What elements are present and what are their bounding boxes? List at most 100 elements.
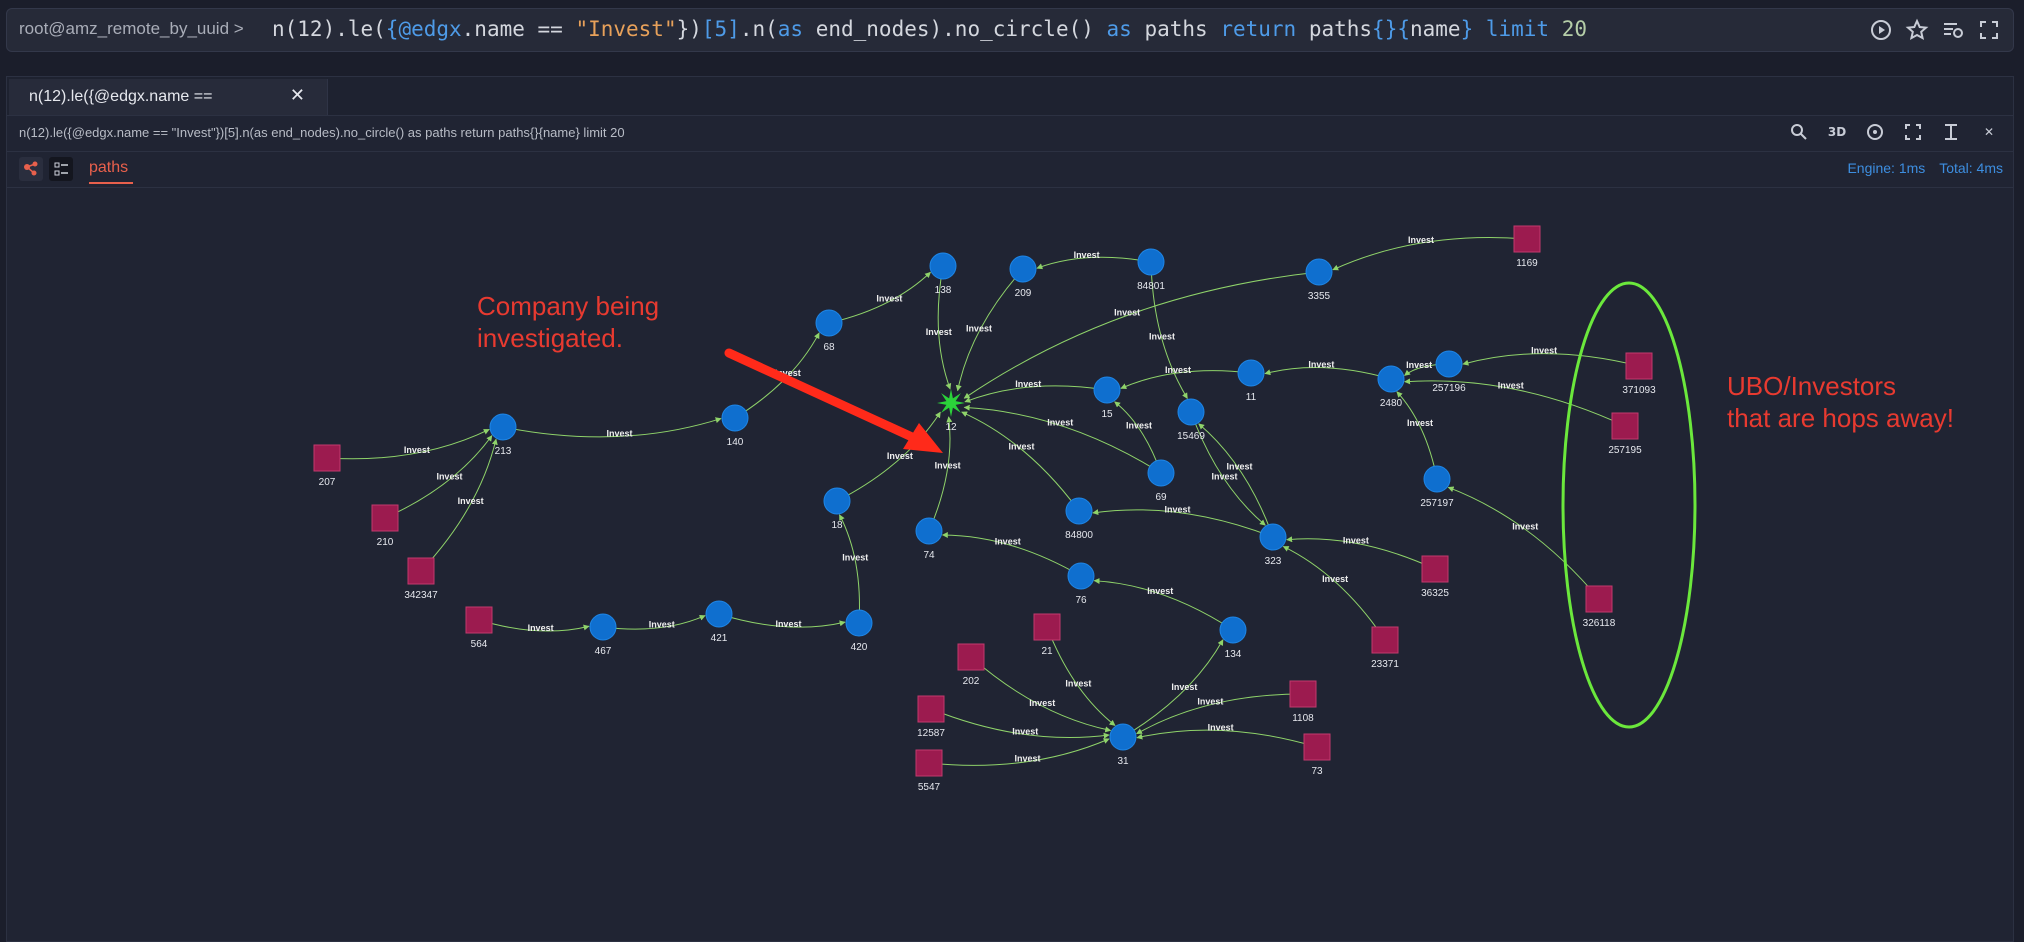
- invest-edge[interactable]: [1282, 546, 1386, 641]
- graph-node-1169[interactable]: 1169: [1513, 225, 1541, 269]
- invest-edge[interactable]: [1190, 411, 1266, 526]
- graph-node-73[interactable]: 73: [1303, 733, 1331, 777]
- investor-square-icon[interactable]: [915, 749, 943, 777]
- company-circle-icon[interactable]: [1305, 258, 1333, 286]
- invest-edge[interactable]: [1092, 509, 1274, 538]
- graph-node-210[interactable]: 210: [371, 504, 399, 548]
- graph-node-134[interactable]: 134: [1219, 616, 1247, 660]
- invest-edge[interactable]: [1447, 486, 1600, 600]
- invest-edge[interactable]: [1120, 370, 1252, 389]
- graph-node-213[interactable]: 213: [489, 413, 517, 457]
- graph-node-84800[interactable]: 84800: [1065, 497, 1093, 541]
- invest-edge[interactable]: [961, 411, 1080, 512]
- investor-square-icon[interactable]: [1371, 626, 1399, 654]
- investor-square-icon[interactable]: [1513, 225, 1541, 253]
- graph-node-138[interactable]: 138: [929, 252, 957, 296]
- company-circle-icon[interactable]: [705, 600, 733, 628]
- graph-node-202[interactable]: 202: [957, 643, 985, 687]
- company-circle-icon[interactable]: [915, 517, 943, 545]
- company-circle-icon[interactable]: [721, 404, 749, 432]
- graph-node-36325[interactable]: 36325: [1421, 555, 1449, 599]
- investor-square-icon[interactable]: [1421, 555, 1449, 583]
- investor-square-icon[interactable]: [465, 606, 493, 634]
- graph-view-icon[interactable]: [19, 157, 43, 181]
- investor-square-icon[interactable]: [1585, 585, 1613, 613]
- invest-edge[interactable]: [420, 438, 498, 572]
- graph-node-421[interactable]: 421: [705, 600, 733, 644]
- company-circle-icon[interactable]: [823, 487, 851, 515]
- company-circle-icon[interactable]: [929, 252, 957, 280]
- company-circle-icon[interactable]: [1137, 248, 1165, 276]
- invest-edge[interactable]: [963, 404, 1162, 474]
- company-circle-icon[interactable]: [1093, 376, 1121, 404]
- graph-node-15469[interactable]: 15469: [1177, 398, 1205, 442]
- company-circle-icon[interactable]: [815, 309, 843, 337]
- company-circle-icon[interactable]: [1435, 350, 1463, 378]
- graph-node-207[interactable]: 207: [313, 444, 341, 488]
- company-circle-icon[interactable]: [489, 413, 517, 441]
- investor-square-icon[interactable]: [1289, 680, 1317, 708]
- company-circle-icon[interactable]: [1377, 365, 1405, 393]
- graph-node-140[interactable]: 140: [721, 404, 749, 448]
- fullscreen-icon[interactable]: [1977, 18, 2001, 42]
- company-circle-icon[interactable]: [1259, 523, 1287, 551]
- investor-square-icon[interactable]: [313, 444, 341, 472]
- company-circle-icon[interactable]: [845, 609, 873, 637]
- investor-square-icon[interactable]: [371, 504, 399, 532]
- invest-edge[interactable]: [1136, 729, 1318, 748]
- graph-node-12587[interactable]: 12587: [917, 695, 945, 739]
- invest-edge[interactable]: [955, 268, 1024, 392]
- company-circle-icon[interactable]: [1009, 255, 1037, 283]
- graph-node-68[interactable]: 68: [815, 309, 843, 353]
- graph-node-69[interactable]: 69: [1147, 459, 1175, 503]
- invest-edge[interactable]: [964, 385, 1108, 403]
- invest-edge[interactable]: [839, 514, 860, 624]
- invest-edge[interactable]: [836, 411, 941, 502]
- invest-edge[interactable]: [1264, 367, 1392, 380]
- investor-square-icon[interactable]: [1033, 613, 1061, 641]
- investor-square-icon[interactable]: [1611, 412, 1639, 440]
- graph-node-371093[interactable]: 371093: [1622, 352, 1656, 396]
- invest-edge[interactable]: [384, 435, 493, 519]
- graph-node-31[interactable]: 31: [1109, 723, 1137, 767]
- graph-node-23371[interactable]: 23371: [1371, 626, 1399, 670]
- company-circle-icon[interactable]: [1423, 465, 1451, 493]
- graph-node-342347[interactable]: 342347: [404, 557, 438, 601]
- graph-node-11[interactable]: 11: [1237, 359, 1265, 403]
- graph-node-15[interactable]: 15: [1093, 376, 1121, 420]
- invest-edge[interactable]: [1396, 391, 1438, 480]
- close-panel-icon[interactable]: ✕: [1983, 125, 1995, 139]
- graph-node-76[interactable]: 76: [1067, 562, 1095, 606]
- graph-node-74[interactable]: 74: [915, 517, 943, 561]
- company-circle-icon[interactable]: [1147, 459, 1175, 487]
- invest-edge[interactable]: [930, 708, 1110, 739]
- invest-edge[interactable]: [1332, 237, 1528, 271]
- graph-node-18[interactable]: 18: [823, 487, 851, 531]
- graph-node-84801[interactable]: 84801: [1137, 248, 1165, 292]
- center-star-icon[interactable]: [937, 389, 965, 417]
- invest-edge[interactable]: [718, 613, 846, 628]
- investor-square-icon[interactable]: [917, 695, 945, 723]
- search-icon[interactable]: [1789, 122, 1809, 142]
- company-circle-icon[interactable]: [1219, 616, 1247, 644]
- invest-edge[interactable]: [1046, 626, 1116, 726]
- graph-node-12[interactable]: 12: [937, 389, 965, 433]
- graph-node-2480[interactable]: 2480: [1377, 365, 1405, 409]
- graph-node-564[interactable]: 564: [465, 606, 493, 650]
- graph-node-3355[interactable]: 3355: [1305, 258, 1333, 302]
- graph-node-257195[interactable]: 257195: [1608, 412, 1642, 456]
- 3d-toggle-button[interactable]: 3D: [1827, 125, 1847, 139]
- invest-edge[interactable]: [326, 428, 490, 460]
- invest-edge[interactable]: [1093, 578, 1234, 631]
- invest-edge[interactable]: [937, 265, 952, 390]
- invest-edge[interactable]: [1122, 639, 1224, 738]
- result-tab[interactable]: n(12).le({@edgx.name == ✕: [9, 79, 328, 115]
- history-icon[interactable]: [1941, 18, 1965, 42]
- invest-edge[interactable]: [1150, 261, 1188, 399]
- graph-node-420[interactable]: 420: [845, 609, 873, 653]
- invest-edge[interactable]: [1198, 423, 1274, 538]
- query-input[interactable]: n(12).le({@edgx.name == "Invest"})[5].n(…: [272, 17, 1588, 41]
- expand-icon[interactable]: [1903, 122, 1923, 142]
- invest-edge[interactable]: [928, 416, 953, 532]
